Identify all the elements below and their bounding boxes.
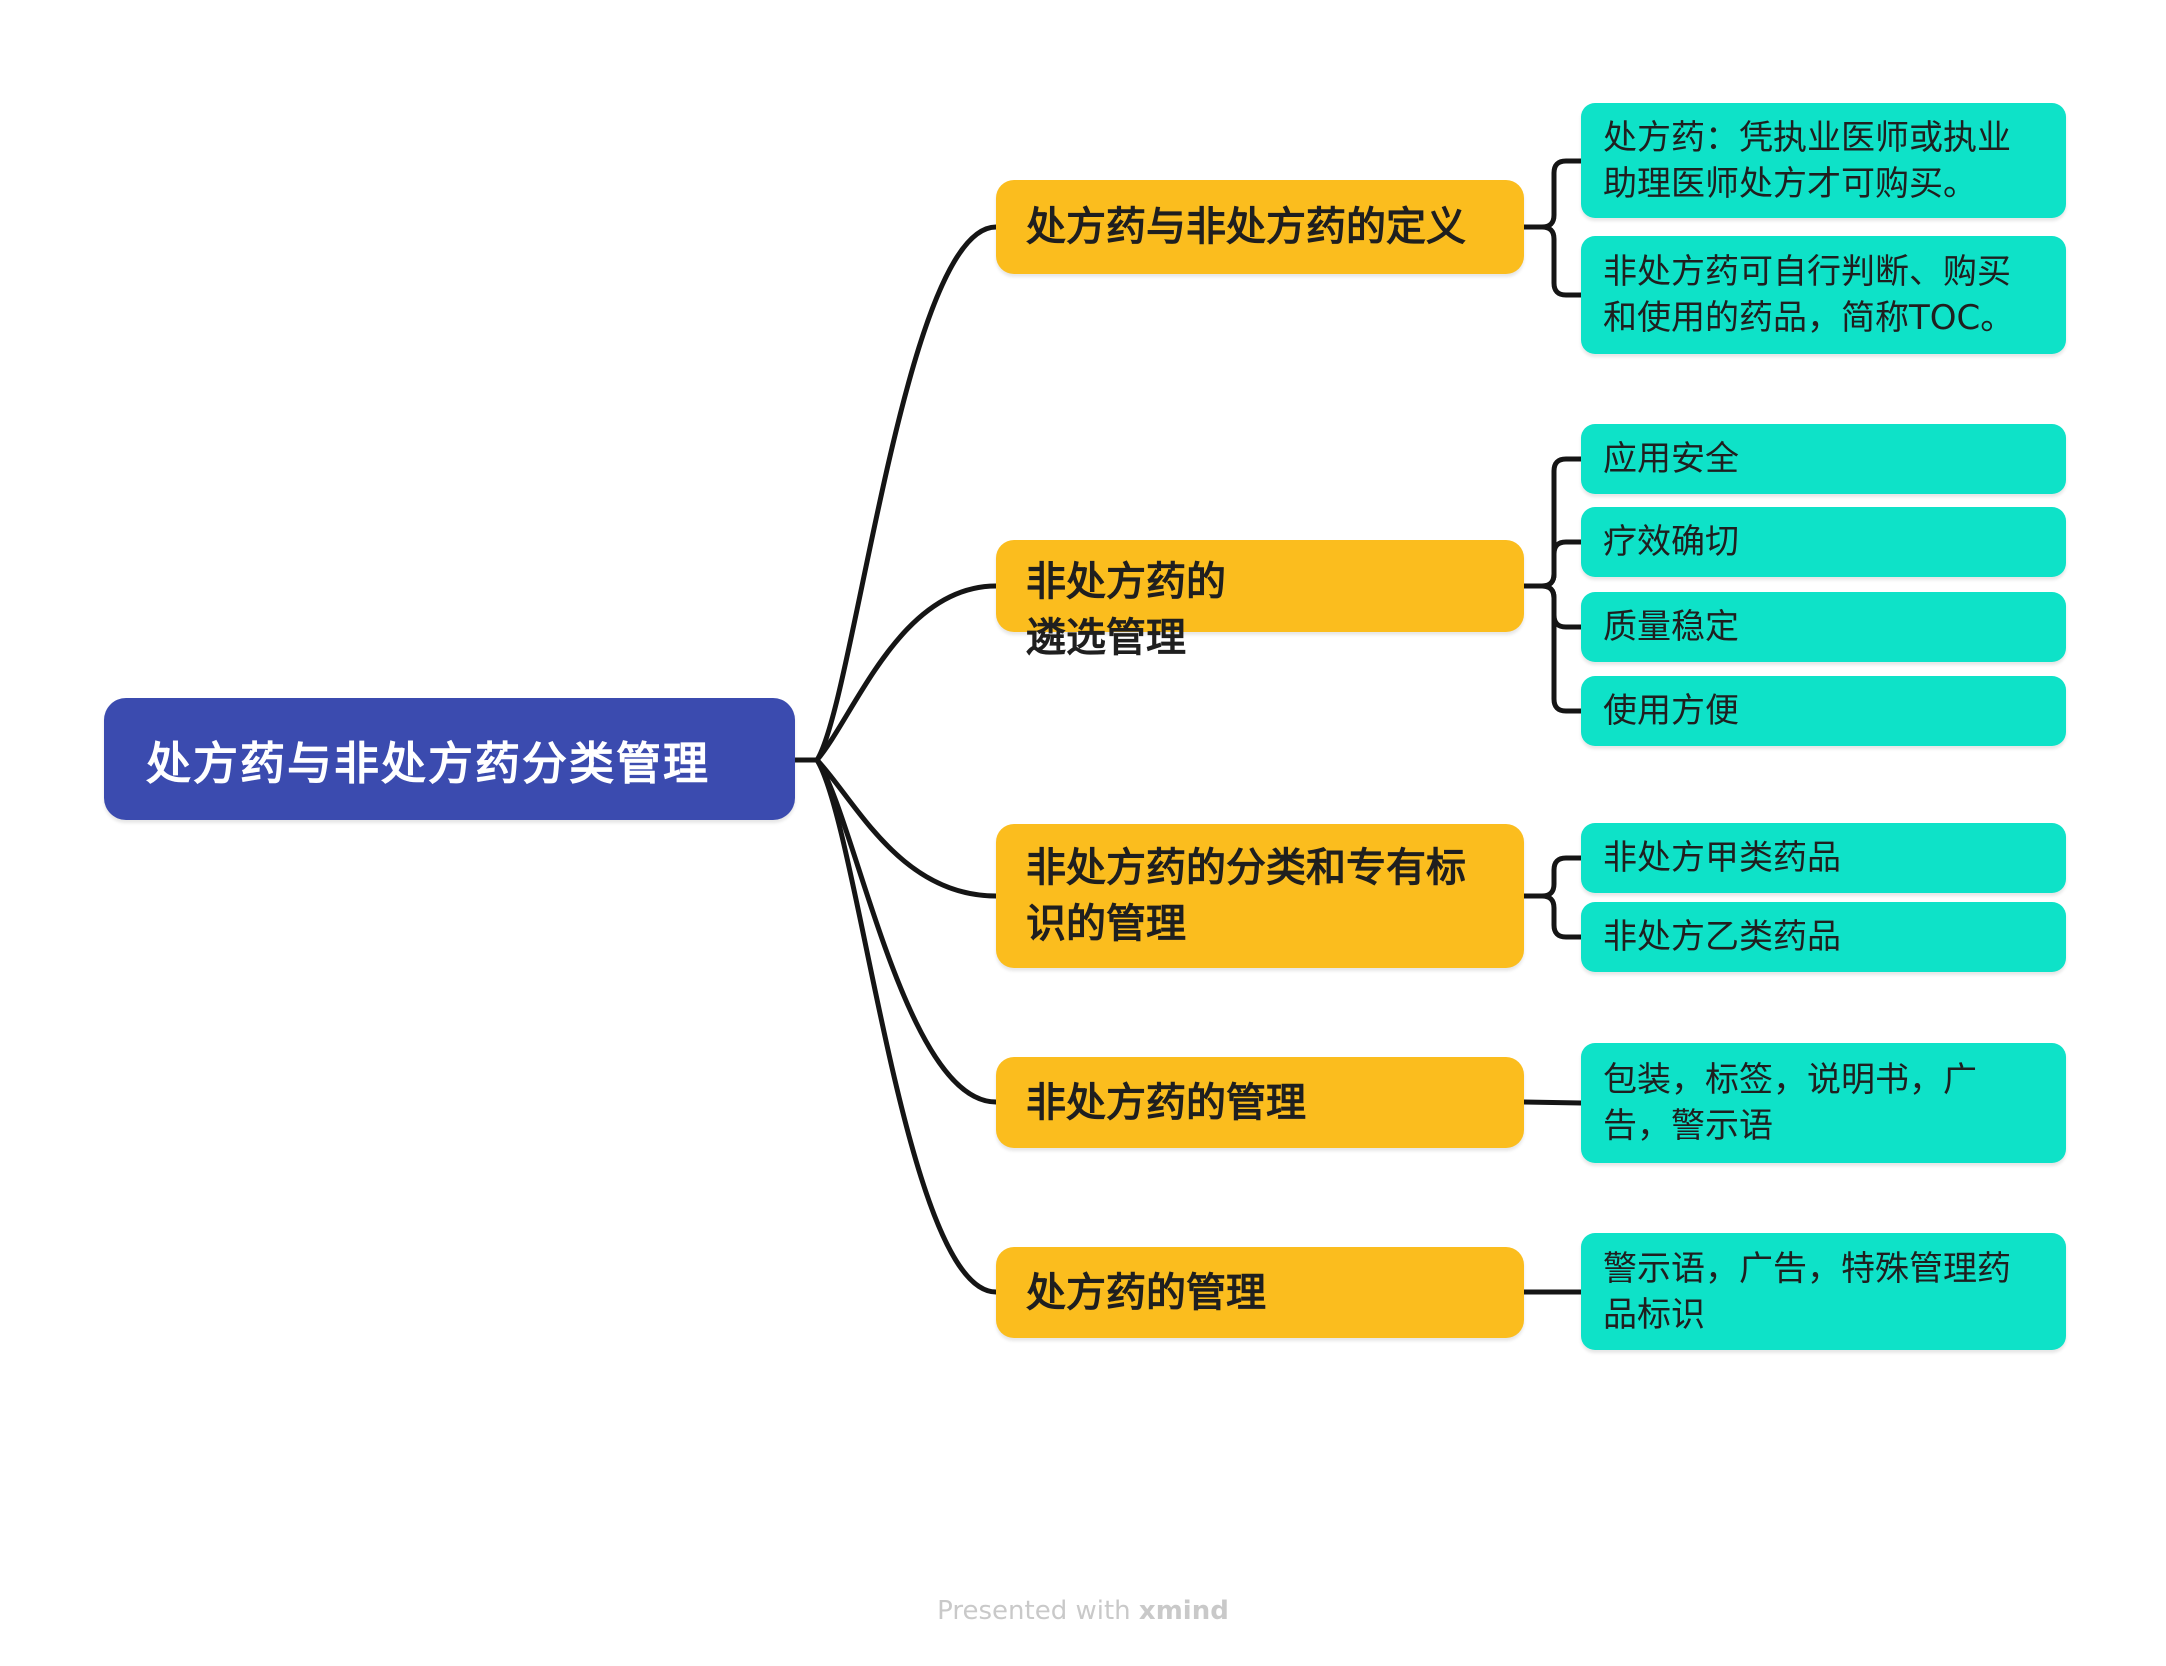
subtopic-stable-quality[interactable]: 质量稳定 [1581, 592, 2066, 662]
subtopic-otc-definition[interactable]: 非处方药可自行判断、购买 和使用的药品，简称TOC。 [1581, 236, 2066, 354]
subtopic-label-line: 非处方乙类药品 [1603, 917, 1841, 957]
branch-topic-classification[interactable]: 非处方药的分类和专有标 识的管理 [996, 824, 1524, 968]
branch-topic-rx-management[interactable]: 处方药的管理 [996, 1247, 1524, 1338]
subtopic-label-line: 质量稳定 [1603, 607, 1739, 647]
subtopic-label-line: 处方药：凭执业医师或执业 [1603, 117, 2011, 158]
topic-label-line: 处方药的管理 [1026, 1269, 1266, 1316]
edge-branch3-child2 [1521, 893, 1584, 940]
subtopic-label-line: 包装，标签，说明书，广 [1603, 1060, 1977, 1100]
root-topic[interactable]: 处方药与非处方药分类管理 [104, 698, 795, 820]
subtopic-otc-management-items[interactable]: 包装，标签，说明书，广 告，警示语 [1581, 1043, 2066, 1163]
subtopic-rx-management-items[interactable]: 警示语，广告，特殊管理药 品标识 [1581, 1233, 2066, 1350]
edge-root-branch2 [814, 583, 999, 763]
edge-branch2-child4 [1521, 583, 1584, 714]
edge-branch4-child1 [1521, 1099, 1584, 1106]
subtopic-rx-definition[interactable]: 处方药：凭执业医师或执业 助理医师处方才可购买。 [1581, 103, 2066, 218]
edge-branch3-child1 [1521, 855, 1584, 899]
xmind-brand: xmind [1138, 1596, 1229, 1626]
subtopic-label-line: 告，警示语 [1603, 1106, 1773, 1146]
subtopic-label-line: 非处方甲类药品 [1603, 838, 1841, 878]
subtopic-application-safety[interactable]: 应用安全 [1581, 424, 2066, 494]
subtopic-label-line: 品标识 [1603, 1294, 1705, 1335]
topic-label-line: 处方药与非处方药的定义 [1026, 204, 1466, 250]
edge-root-branch4 [814, 757, 999, 1105]
subtopic-easy-to-use[interactable]: 使用方便 [1581, 676, 2066, 746]
topic-label-line: 非处方药的 [1026, 559, 1226, 605]
topic-label-line: 处方药与非处方药分类管理 [146, 736, 711, 790]
subtopic-label-line: 非处方药可自行判断、购买 [1603, 252, 2011, 292]
topic-label-line: 识的管理 [1026, 901, 1186, 947]
subtopic-otc-class-b[interactable]: 非处方乙类药品 [1581, 902, 2066, 972]
edge-branch2-child2 [1521, 539, 1584, 589]
topic-label-line: 非处方药的管理 [1026, 1079, 1306, 1126]
edge-root-branch1 [814, 224, 999, 763]
edge-root-branch5 [814, 757, 999, 1295]
branch-topic-definition[interactable]: 处方药与非处方药的定义 [996, 180, 1524, 274]
branch-topic-selection[interactable]: 非处方药的 遴选管理 [996, 540, 1524, 661]
topic-label-line: 非处方药的分类和专有标 [1026, 845, 1466, 891]
edge-branch1-child1 [1521, 158, 1584, 230]
subtopic-label-line: 应用安全 [1603, 439, 1739, 479]
branch-topic-otc-management[interactable]: 非处方药的管理 [996, 1057, 1524, 1148]
subtopic-label-line: 助理医师处方才可购买。 [1603, 163, 1977, 204]
edge-branch1-child2 [1521, 224, 1584, 298]
subtopic-label-line: 疗效确切 [1603, 522, 1739, 562]
subtopic-label-line: 使用方便 [1603, 691, 1739, 731]
watermark-prefix: Presented with [937, 1596, 1139, 1626]
subtopic-label-line: 警示语，广告，特殊管理药 [1603, 1248, 2011, 1289]
footer-watermark: Presented with xmind [0, 1596, 2166, 1626]
topic-label-line: 遴选管理 [1026, 615, 1186, 661]
edge-root-branch3 [814, 757, 999, 899]
subtopic-label-line: 和使用的药品，简称TOC。 [1603, 298, 2015, 338]
subtopic-definite-efficacy[interactable]: 疗效确切 [1581, 507, 2066, 577]
subtopic-otc-class-a[interactable]: 非处方甲类药品 [1581, 823, 2066, 893]
